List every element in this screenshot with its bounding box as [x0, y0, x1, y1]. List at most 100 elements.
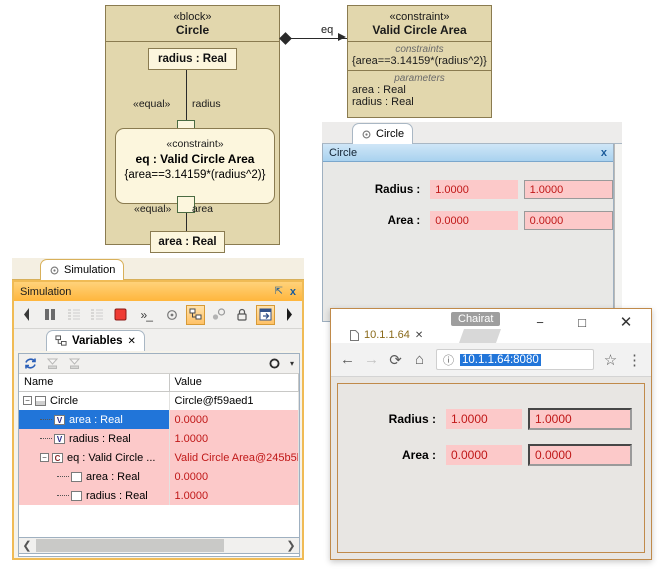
url-text[interactable]: 10.1.1.64:8080 — [460, 354, 541, 366]
bookmark-star-icon[interactable]: ☆ — [603, 351, 618, 369]
gear-icon — [361, 129, 372, 140]
scrollbar-thumb[interactable] — [36, 539, 224, 552]
open-ui-button[interactable] — [256, 305, 274, 325]
parameter-icon — [71, 491, 82, 501]
forward-button[interactable]: → — [364, 351, 379, 368]
stop-button[interactable] — [111, 305, 129, 325]
table-row[interactable]: Varea : Real0.0000 — [19, 410, 299, 429]
scroll-right-arrow[interactable]: ❯ — [283, 539, 299, 552]
radius-input[interactable]: 1.0000 — [524, 180, 613, 199]
circle-form: Radius : 1.0000 1.0000 Area : 0.0000 0.0… — [323, 162, 613, 230]
tab-10-1-1-64[interactable]: 10.1.1.64 ✕ — [343, 327, 430, 343]
home-button[interactable]: ⌂ — [412, 351, 427, 368]
row-name-cell[interactable]: Vradius : Real — [19, 429, 169, 448]
tree-expander[interactable]: − — [23, 396, 32, 405]
tab-circle[interactable]: Circle — [352, 123, 413, 144]
circle-panel-vertical-scrollbar[interactable] — [614, 144, 622, 322]
back-button[interactable]: ← — [340, 351, 355, 368]
page-radius-label: Radius : — [338, 412, 446, 426]
breakpoints-button[interactable] — [210, 305, 228, 325]
page-radius-input[interactable]: 1.0000 — [528, 408, 632, 430]
info-icon[interactable]: ⓘ — [443, 352, 454, 368]
scroll-left-arrow[interactable]: ❮ — [19, 539, 35, 552]
options-dropdown-arrow[interactable]: ▾ — [290, 359, 294, 368]
table-row[interactable]: −Ceq : Valid Circle ...Valid Circle Area… — [19, 448, 299, 467]
block-valid-circle-area[interactable]: «constraint» Valid Circle Area constrain… — [347, 5, 492, 118]
row-name-cell[interactable]: − Circle — [19, 391, 169, 410]
console-button[interactable]: »_ — [134, 305, 158, 325]
table-row[interactable]: radius : Real 1.0000 — [19, 486, 299, 505]
connector-radius-line — [186, 70, 187, 120]
parameters-caption: parameters — [352, 73, 487, 84]
simulation-window: Simulation Simulation ⇱ x — [12, 258, 304, 560]
page-radius-display: 1.0000 — [446, 409, 522, 429]
row-name-text: area : Real — [69, 414, 123, 426]
area-display-value: 0.0000 — [430, 211, 517, 230]
settings-gear-button[interactable] — [163, 305, 181, 325]
circle-panel-window: Circle Circle x Radius : 1.0000 1.0000 A… — [322, 122, 622, 322]
page-area-input[interactable]: 0.0000 — [528, 444, 632, 466]
edge-role-radius: radius — [192, 98, 221, 110]
row-value-cell[interactable]: 1.0000 — [169, 429, 299, 448]
profile-chip[interactable]: Chairat — [451, 312, 500, 326]
simulation-titlebar: Simulation ⇱ x — [14, 282, 302, 301]
reload-button[interactable]: ⟳ — [388, 351, 403, 369]
row-name-text: radius : Real — [86, 490, 148, 502]
table-row[interactable]: − Circle Circle@f59aed1 — [19, 391, 299, 410]
maximize-icon[interactable]: ⇱ — [274, 286, 282, 297]
options-gear-button[interactable] — [268, 357, 281, 370]
row-value-cell[interactable]: Circle@f59aed1 — [169, 391, 299, 410]
row-name-text: Circle — [50, 395, 78, 407]
inner-constraint-eq[interactable]: «constraint» eq : Valid Circle Area {are… — [115, 128, 275, 204]
row-name-cell[interactable]: −Ceq : Valid Circle ... — [19, 448, 169, 467]
variables-horizontal-scrollbar[interactable]: ❮ ❯ — [18, 537, 300, 554]
tab-simulation[interactable]: Simulation — [40, 259, 124, 280]
close-icon[interactable]: x — [290, 286, 296, 298]
close-icon[interactable]: ✕ — [128, 336, 136, 347]
area-input[interactable]: 0.0000 — [524, 211, 613, 230]
row-value-cell[interactable]: 0.0000 — [169, 410, 299, 429]
chrome-menu-button[interactable]: ⋮ — [627, 351, 642, 369]
row-name-text: radius : Real — [69, 433, 131, 445]
close-icon[interactable]: x — [601, 147, 607, 159]
row-name-cell[interactable]: radius : Real — [19, 486, 169, 505]
row-name-cell[interactable]: Varea : Real — [19, 410, 169, 429]
circle-window-title: Circle — [329, 147, 357, 159]
address-bar[interactable]: ⓘ 10.1.1.64:8080 — [436, 349, 594, 370]
constraint-block-name: Valid Circle Area — [372, 23, 466, 37]
port-radius-real[interactable]: radius : Real — [148, 48, 237, 70]
port-area-real[interactable]: area : Real — [150, 231, 225, 253]
table-row[interactable]: Vradius : Real1.0000 — [19, 429, 299, 448]
tab-close-icon[interactable]: ✕ — [415, 330, 423, 341]
block-circle-header: «block» Circle — [106, 6, 279, 42]
row-value-cell[interactable]: 0.0000 — [169, 467, 299, 486]
tree-connector — [40, 438, 52, 439]
step-over-button[interactable] — [88, 305, 106, 325]
tab-variables[interactable]: Variables ✕ — [46, 330, 145, 351]
expand-all-button[interactable] — [46, 357, 59, 370]
inner-constraint-equation: {area==3.14159*(radius^2)} — [116, 169, 274, 181]
lock-button[interactable] — [233, 305, 251, 325]
next-arrow-button[interactable] — [280, 305, 298, 325]
variables-tree-button[interactable] — [186, 305, 204, 325]
pause-button[interactable] — [41, 305, 59, 325]
tree-expander[interactable]: − — [40, 453, 49, 462]
form-row-area: Area : 0.0000 0.0000 — [323, 211, 613, 230]
value-property-icon: V — [54, 434, 65, 444]
row-name-cell[interactable]: area : Real — [19, 467, 169, 486]
circle-panel-frame: Circle x Radius : 1.0000 1.0000 Area : 0… — [322, 144, 614, 322]
gear-icon — [49, 265, 60, 276]
radius-label: Radius : — [323, 184, 430, 196]
prev-arrow-button[interactable] — [18, 305, 36, 325]
constraint-block-header: «constraint» Valid Circle Area — [348, 6, 491, 42]
row-value-cell[interactable]: 1.0000 — [169, 486, 299, 505]
new-tab-placeholder[interactable] — [459, 329, 501, 343]
collapse-all-button[interactable] — [68, 357, 81, 370]
table-row[interactable]: area : Real0.0000 — [19, 467, 299, 486]
constraint-block-stereotype: «constraint» — [390, 11, 450, 23]
step-into-button[interactable] — [65, 305, 83, 325]
row-value-cell[interactable]: Valid Circle Area@245b5bc — [169, 448, 299, 467]
refresh-button[interactable] — [24, 357, 37, 370]
parameter-icon — [71, 472, 82, 482]
circle-window-titlebar: Circle x — [323, 144, 613, 162]
